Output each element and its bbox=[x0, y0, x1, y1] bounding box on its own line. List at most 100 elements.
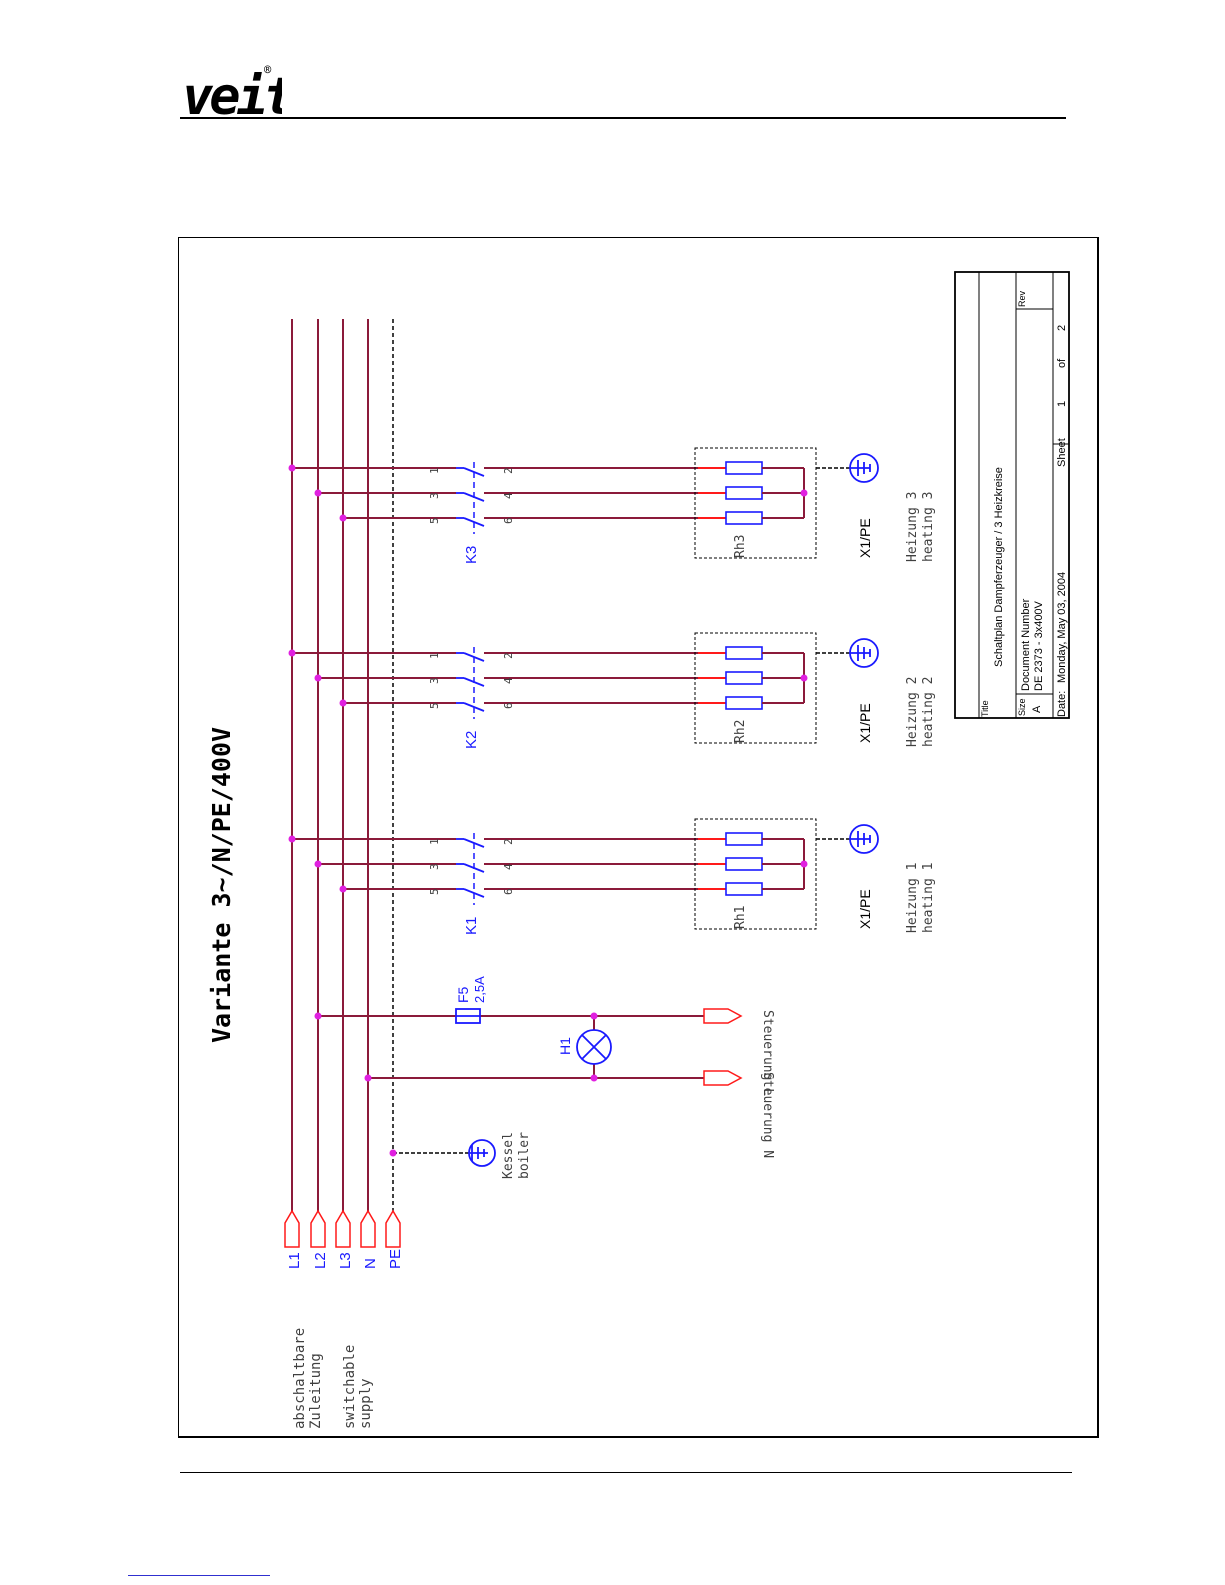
supply-bus bbox=[291, 319, 394, 1219]
header-rule bbox=[180, 117, 1066, 119]
diagram-title: Variante 3~/N/PE/400V bbox=[207, 727, 236, 1043]
junction-dot bbox=[800, 674, 808, 682]
terminal-l2-label: L2 bbox=[312, 1252, 329, 1269]
junction-dot bbox=[364, 1074, 372, 1082]
contact-pin-in-label: 3 bbox=[428, 677, 441, 684]
heater-element-icon bbox=[725, 486, 763, 500]
control-n-label: Steuerung N bbox=[760, 1072, 775, 1158]
heater-element-icon bbox=[725, 511, 763, 525]
rev-label: Rev bbox=[1017, 290, 1027, 307]
heater-enclosure bbox=[694, 632, 817, 744]
supply-note-en-2: supply bbox=[358, 1378, 374, 1429]
title-block-frame bbox=[954, 271, 1070, 719]
sheet-value: 1 bbox=[1056, 401, 1068, 407]
junction-dot bbox=[339, 699, 347, 707]
size-value: A bbox=[1031, 705, 1043, 713]
boiler-ground-label-de: Kessel bbox=[501, 1132, 516, 1179]
docnum-label: Document Number bbox=[1020, 598, 1032, 691]
logo-text: veit bbox=[182, 67, 282, 118]
junction-dot bbox=[339, 514, 347, 522]
contactor-label: K3 bbox=[463, 546, 480, 564]
ground-label: X1/PE bbox=[857, 703, 873, 743]
control-circuit: F5 2,5A H1 Steuerung L Steuerung N bbox=[314, 976, 775, 1158]
terminal-pe-connector bbox=[385, 1209, 401, 1248]
heater-enclosure bbox=[694, 447, 817, 559]
contact-pin-in-label: 5 bbox=[428, 702, 441, 709]
terminal-l1-connector bbox=[284, 1209, 300, 1248]
contact-pin-out-label: 2 bbox=[502, 467, 515, 474]
contact-pin-out-label: 4 bbox=[502, 863, 515, 870]
title-value: Schaltplan Dampferzeuger / 3 Heizkreise bbox=[993, 467, 1005, 667]
supply-note-en-1: switchable bbox=[342, 1345, 358, 1429]
contact-pin-in-label: 1 bbox=[428, 838, 441, 845]
lamp-h1-cross bbox=[581, 1034, 607, 1060]
terminal-l1-label: L1 bbox=[286, 1252, 303, 1269]
ground-label: X1/PE bbox=[857, 889, 873, 929]
contact-pin-in-label: 5 bbox=[428, 517, 441, 524]
circuit-label-en: heating 2 bbox=[921, 677, 936, 747]
terminal-l2-connector bbox=[310, 1209, 326, 1248]
heater-element-icon bbox=[725, 461, 763, 475]
docnum-value: DE 2373 - 3x400V bbox=[1033, 600, 1045, 691]
title-block: Title Schaltplan Dampferzeuger / 3 Heizk… bbox=[954, 271, 1070, 719]
contact-pin-in-label: 1 bbox=[428, 652, 441, 659]
junction-dot bbox=[288, 835, 296, 843]
title-label: Title bbox=[980, 700, 990, 717]
size-label: Size bbox=[1017, 698, 1027, 716]
contact-pin-out-label: 2 bbox=[502, 838, 515, 845]
terminal-l3-connector bbox=[335, 1209, 351, 1248]
contact-pin-out-label: 4 bbox=[502, 492, 515, 499]
boiler-ground-icon bbox=[468, 1139, 496, 1167]
fuse-f5-name: F5 bbox=[455, 986, 471, 1003]
junction-dot bbox=[314, 489, 322, 497]
heater-element-icon bbox=[725, 832, 763, 846]
junction-dot bbox=[288, 649, 296, 657]
contact-pin-out-label: 4 bbox=[502, 677, 515, 684]
heater-element-icon bbox=[725, 857, 763, 871]
footer-link-underline bbox=[128, 1575, 270, 1576]
heater-label: Rh1 bbox=[733, 906, 748, 929]
junction-dot bbox=[800, 860, 808, 868]
supply-terminals: L1 L2 L3 N PE bbox=[284, 1209, 404, 1269]
contact-pin-out-label: 2 bbox=[502, 652, 515, 659]
heater-element-icon bbox=[725, 671, 763, 685]
contact-pin-in-label: 5 bbox=[428, 888, 441, 895]
junction-dot bbox=[590, 1012, 598, 1020]
schematic-diagram: Variante 3~/N/PE/400V abschaltbare Zulei… bbox=[178, 237, 1099, 1438]
heater-element-icon bbox=[725, 646, 763, 660]
junction-dot bbox=[314, 860, 322, 868]
contact-pin-out-label: 6 bbox=[502, 702, 515, 709]
circuit-label-en: heating 3 bbox=[921, 492, 936, 562]
supply-note-de-2: Zuleitung bbox=[308, 1353, 324, 1429]
circuit-label-en: heating 1 bbox=[921, 863, 936, 933]
contact-pin-in-label: 3 bbox=[428, 863, 441, 870]
junction-dot bbox=[590, 1074, 598, 1082]
footer-rule bbox=[180, 1472, 1072, 1473]
boiler-ground: Kessel boiler bbox=[389, 1132, 532, 1179]
terminal-n-label: N bbox=[362, 1258, 379, 1269]
veit-logo: veit ® bbox=[182, 63, 282, 118]
circuit-label-de: Heizung 2 bbox=[905, 677, 920, 747]
sheet-label: Sheet bbox=[1056, 438, 1068, 467]
of-label: of bbox=[1056, 358, 1068, 368]
heater-label: Rh2 bbox=[733, 720, 748, 743]
boiler-ground-label-en: boiler bbox=[517, 1132, 532, 1179]
contactor-label: K2 bbox=[463, 731, 480, 749]
junction-dot bbox=[314, 1012, 322, 1020]
junction-dot bbox=[800, 489, 808, 497]
heater-label: Rh3 bbox=[733, 535, 748, 558]
junction-dot bbox=[389, 1149, 397, 1157]
fuse-f5-rating: 2,5A bbox=[472, 976, 487, 1003]
circuit-label-de: Heizung 1 bbox=[905, 863, 920, 933]
contact-pin-in-label: 3 bbox=[428, 492, 441, 499]
supply-note: abschaltbare Zuleitung switchable supply bbox=[292, 1328, 374, 1429]
contact-pin-in-label: 1 bbox=[428, 467, 441, 474]
circuit-label-de: Heizung 3 bbox=[905, 492, 920, 562]
control-l-label: Steuerung L bbox=[760, 1010, 775, 1096]
date-label: Date: bbox=[1056, 691, 1068, 717]
diagram-frame bbox=[178, 237, 1099, 1438]
terminal-l3-label: L3 bbox=[337, 1252, 354, 1269]
of-value: 2 bbox=[1056, 325, 1068, 331]
control-l-connector bbox=[703, 1008, 743, 1024]
